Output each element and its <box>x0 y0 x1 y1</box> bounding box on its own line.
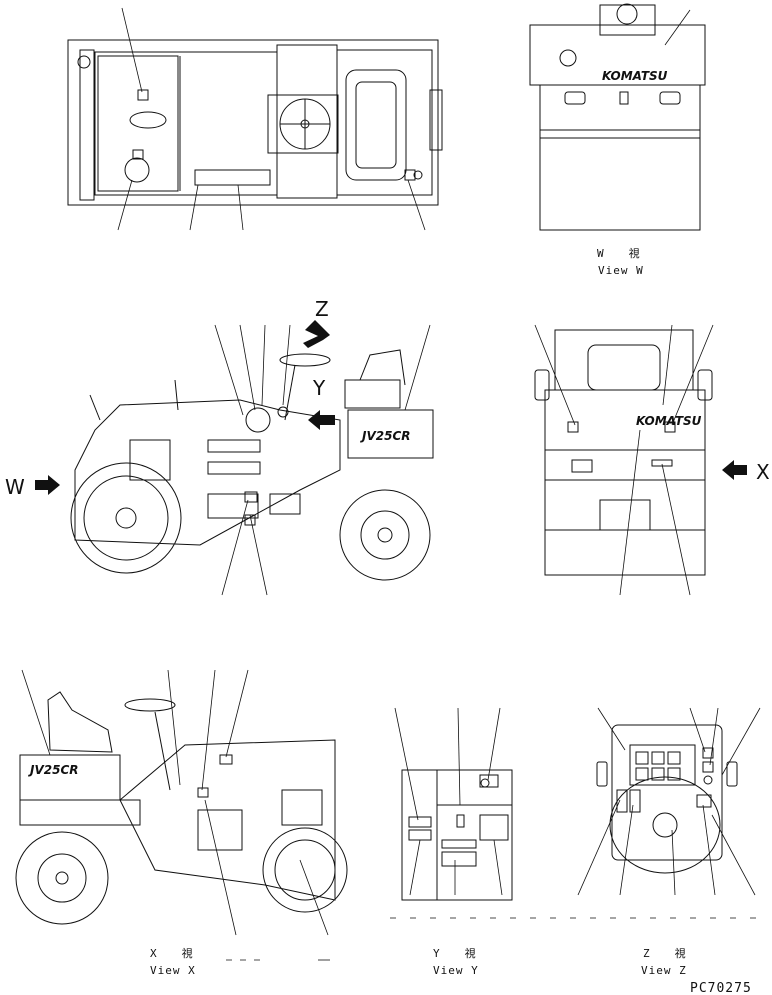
view-y-en: View Y <box>433 964 479 977</box>
front-brand-w: KOMATSU <box>602 69 668 83</box>
drawing-code: PC70275 <box>690 981 752 995</box>
view-z: Z 視 View Z <box>577 707 761 977</box>
view-y: Y 視 View Y <box>394 707 513 977</box>
view-z-en: View Z <box>641 964 687 977</box>
side-model-label: JV25CR <box>360 429 411 443</box>
arrow-label-z: Z <box>315 297 329 321</box>
view-x-jp: X 視 <box>150 946 194 960</box>
dash-marks <box>226 917 770 961</box>
view-y-jp: Y 視 <box>433 946 477 960</box>
detail-model-label: JV25CR <box>28 763 79 777</box>
arrow-label-y: Y <box>312 376 326 400</box>
view-x: KOMATSU X <box>534 324 770 596</box>
view-w-en: View W <box>598 264 644 277</box>
view-w-jp: W 視 <box>597 246 641 260</box>
view-z-jp: Z 視 <box>643 946 687 960</box>
view-x-en: View X <box>150 964 196 977</box>
arrow-label-x: X <box>756 460 770 484</box>
front-brand-x: KOMATSU <box>636 414 702 428</box>
arrow-label-w: W <box>5 475 25 499</box>
top-view <box>67 7 443 231</box>
view-x-detail: JV25CR X 視 View X <box>15 669 348 977</box>
view-w: KOMATSU W 視 View W <box>529 3 706 277</box>
side-view: JV25CR Z Y W <box>5 297 434 596</box>
